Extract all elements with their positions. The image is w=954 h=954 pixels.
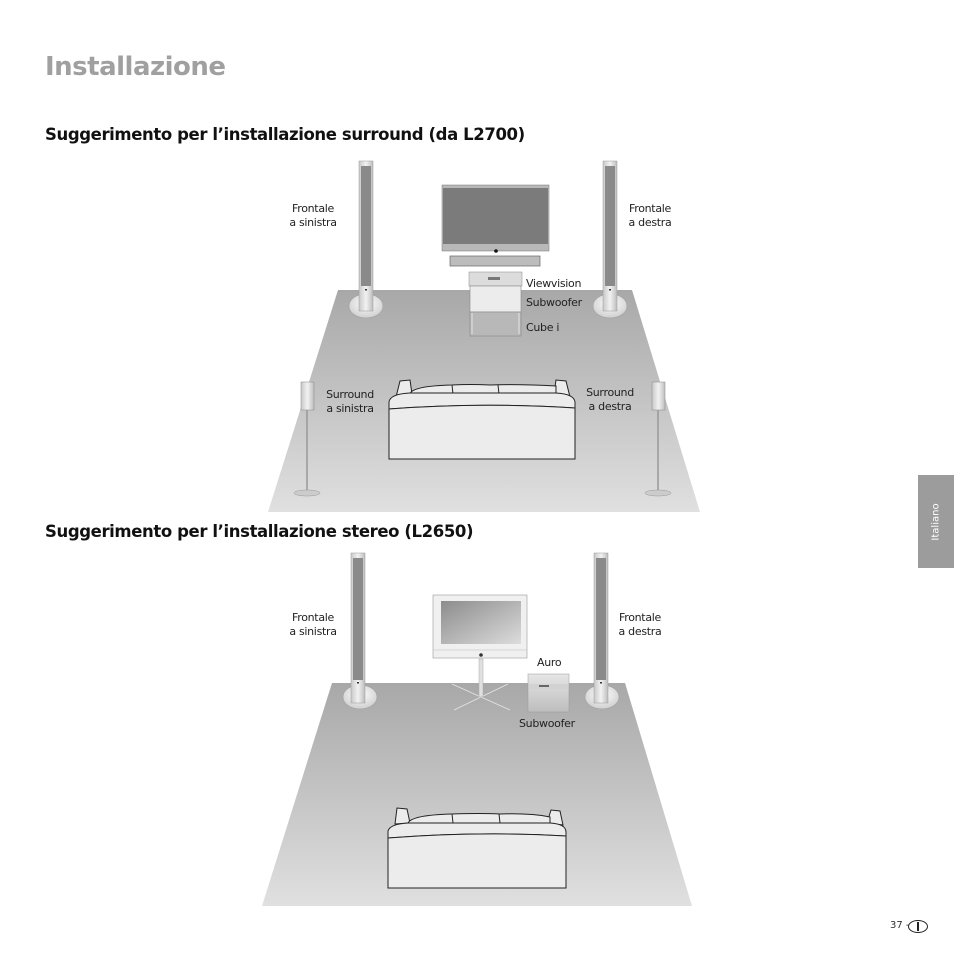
surround-left-label-line1: Surround [326,388,374,401]
surround-front-left-label-line1: Frontale [292,202,334,215]
cube-label: Cube i [526,321,560,334]
stereo-section-heading: Suggerimento per l’installazione stereo … [45,522,474,541]
page-number: 37 - [890,920,910,931]
surround-right-label-line2: a destra [588,400,632,413]
sofa [387,807,567,889]
surround-front-right-label-line2: a destra [628,216,672,229]
viewvision-label: Viewvision [526,277,582,290]
language-side-tab: Italiano [918,475,954,568]
language-mark-icon [908,920,928,933]
auro-label: Auro [537,656,562,669]
surround-right-label-line1: Surround [586,386,634,399]
language-side-tab-label: Italiano [930,502,942,541]
page-title: Installazione [45,52,226,82]
stereo-front-right-label-line1: Frontale [619,611,661,624]
floor [262,683,692,906]
stereo-front-left-label-line1: Frontale [292,611,334,624]
sofa [388,379,576,460]
stereo-subwoofer-label: Subwoofer [519,717,575,730]
stereo-front-right-label-line2: a destra [618,625,662,638]
stereo-front-left-label-line2: a sinistra [289,625,337,638]
surround-left-label-line2: a sinistra [326,402,374,415]
surround-subwoofer-label: Subwoofer [526,296,582,309]
surround-front-right-label-line1: Frontale [629,202,671,215]
surround-section-heading: Suggerimento per l’installazione surroun… [45,125,525,144]
surround-front-left-label-line2: a sinistra [289,216,337,229]
